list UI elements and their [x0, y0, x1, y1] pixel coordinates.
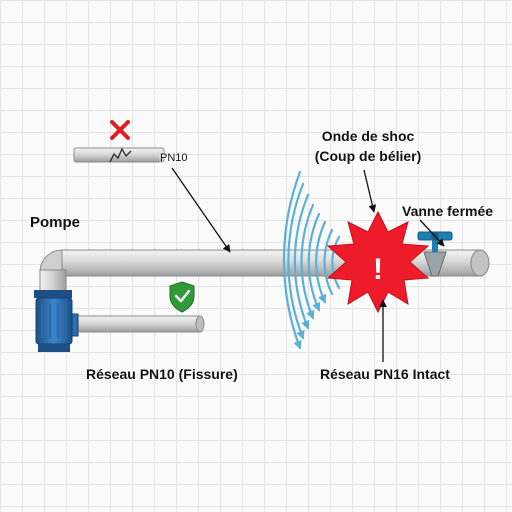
- burst-exclamation: !: [373, 253, 383, 286]
- shock-wave-arc: [307, 212, 321, 312]
- crack-mark: [109, 147, 132, 163]
- pn10-label: PN10: [160, 152, 188, 164]
- pointer-arrows: [171, 167, 445, 362]
- red-x-icon: [110, 120, 130, 140]
- pn10-pointer: [171, 167, 231, 253]
- pn10-network-label: Réseau PN10 (Fissure): [86, 366, 238, 382]
- shock-wave-label-line2: (Coup de bélier): [314, 148, 422, 164]
- shock-wave-arc: [282, 170, 302, 350]
- green-shield-check-icon: [169, 281, 195, 313]
- shock-burst: !: [326, 210, 430, 314]
- pn16-network-label: Réseau PN16 Intact: [320, 366, 450, 382]
- pipe-end-cap: [470, 249, 490, 277]
- pump-icon: [34, 290, 79, 352]
- vanne-pointer: [419, 219, 445, 247]
- shock-wave-arc: [300, 203, 315, 320]
- lower-pipe-end: [195, 315, 205, 333]
- onde-pointer: [363, 169, 377, 213]
- shock-wave-arc: [323, 228, 334, 296]
- shock-wave-arcs: [282, 170, 341, 350]
- pompe-label: Pompe: [30, 214, 81, 231]
- shock-wave-arc: [287, 182, 305, 340]
- lower-pn10-pipe: [69, 315, 201, 333]
- shock-wave-arc: [293, 193, 310, 330]
- cracked-pipe-sample: [73, 147, 165, 163]
- shock-wave-label: Onde de shoc (Coup de bélier): [298, 126, 438, 166]
- closed-valve-label: Vanne fermée: [402, 203, 494, 219]
- shock-wave-arc: [315, 220, 327, 304]
- shock-wave-label-line1: Onde de shoc: [321, 128, 415, 144]
- shock-wave-arc: [331, 235, 341, 290]
